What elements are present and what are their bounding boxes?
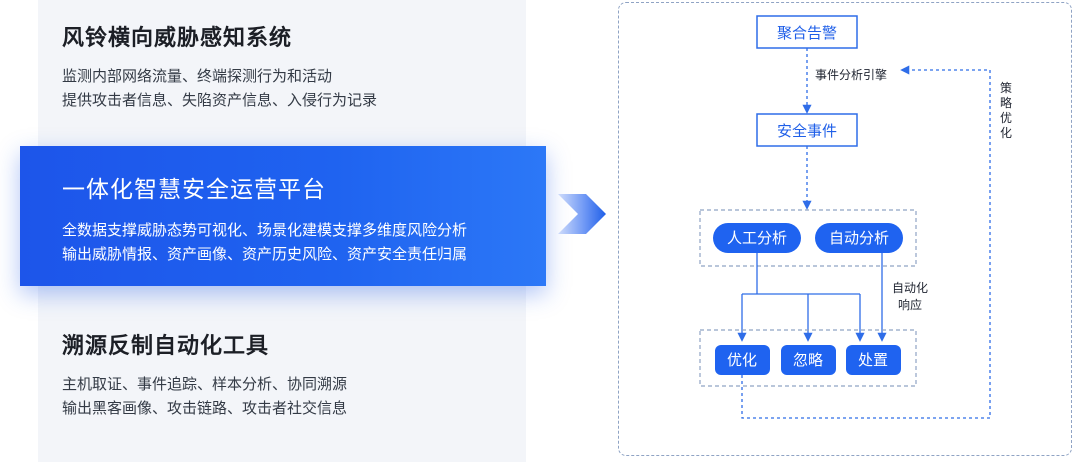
ignore-node: 忽略: [781, 345, 836, 375]
auto-response-label-line2: 响应: [898, 297, 922, 312]
strategy-label-char3: 优: [1000, 111, 1012, 125]
threat-perception-desc-line1: 监测内部网络流量、终端探测行为和活动: [62, 67, 333, 85]
threat-perception-desc: 监测内部网络流量、终端探测行为和活动 提供攻击者信息、失陷资产信息、入侵行为记录: [62, 64, 377, 112]
security-platform-card: 一体化智慧安全运营平台 全数据支撑威胁态势可视化、场景化建模支撑多维度风险分析 …: [62, 170, 467, 266]
auto-analysis-label: 自动分析: [829, 229, 889, 247]
manual-analysis-node: 人工分析: [713, 223, 801, 253]
traceback-tool-desc-line1: 主机取证、事件追踪、样本分析、协同溯源: [62, 375, 348, 393]
dispose-node: 处置: [846, 345, 901, 375]
security-event-label: 安全事件: [777, 122, 837, 140]
strategy-label-char4: 化: [1000, 126, 1012, 140]
workflow-panel: [618, 2, 1072, 456]
aggregate-alert-node: 聚合告警: [756, 15, 858, 49]
engine-label: 事件分析引擎: [815, 67, 887, 82]
traceback-tool-desc: 主机取证、事件追踪、样本分析、协同溯源 输出黑客画像、攻击链路、攻击者社交信息: [62, 372, 347, 420]
security-platform-highlight: 一体化智慧安全运营平台 全数据支撑威胁态势可视化、场景化建模支撑多维度风险分析 …: [20, 146, 546, 286]
optimize-node: 优化: [715, 345, 770, 375]
traceback-tool-title: 溯源反制自动化工具: [62, 334, 270, 359]
aggregate-alert-label: 聚合告警: [777, 24, 837, 42]
strategy-optimization-label: 策 略 优 化: [1000, 81, 1012, 140]
strategy-label-char1: 策: [1000, 81, 1012, 95]
strategy-feedback-loop: [741, 65, 991, 419]
auto-analysis-node: 自动分析: [815, 223, 903, 253]
threat-perception-card: 风铃横向威胁感知系统 监测内部网络流量、终端探测行为和活动 提供攻击者信息、失陷…: [62, 20, 377, 112]
strategy-label-char2: 略: [1000, 95, 1012, 110]
actions-group: [699, 329, 917, 387]
analysis-group: [699, 209, 917, 267]
dispose-label: 处置: [858, 351, 888, 369]
security-platform-title: 一体化智慧安全运营平台: [62, 177, 326, 203]
security-platform-desc: 全数据支撑威胁态势可视化、场景化建模支撑多维度风险分析 输出威胁情报、资产画像、…: [62, 218, 467, 266]
auto-response-label-line1: 自动化: [892, 281, 928, 295]
security-event-node: 安全事件: [756, 113, 858, 147]
security-platform-desc-line1: 全数据支撑威胁态势可视化、场景化建模支撑多维度风险分析: [62, 221, 468, 239]
traceback-tool-desc-line2: 输出黑客画像、攻击链路、攻击者社交信息: [62, 399, 348, 417]
optimize-label: 优化: [727, 351, 757, 369]
traceback-tool-card: 溯源反制自动化工具 主机取证、事件追踪、样本分析、协同溯源 输出黑客画像、攻击链…: [62, 328, 347, 420]
threat-perception-desc-line2: 提供攻击者信息、失陷资产信息、入侵行为记录: [62, 91, 378, 109]
manual-analysis-label: 人工分析: [727, 229, 787, 247]
ignore-label: 忽略: [793, 351, 823, 369]
security-platform-desc-line2: 输出威胁情报、资产画像、资产历史风险、资产安全责任归属: [62, 245, 468, 263]
manual-analysis-branches: [737, 253, 865, 342]
chevron-right-icon: [558, 194, 606, 234]
threat-perception-title: 风铃横向威胁感知系统: [62, 26, 293, 51]
